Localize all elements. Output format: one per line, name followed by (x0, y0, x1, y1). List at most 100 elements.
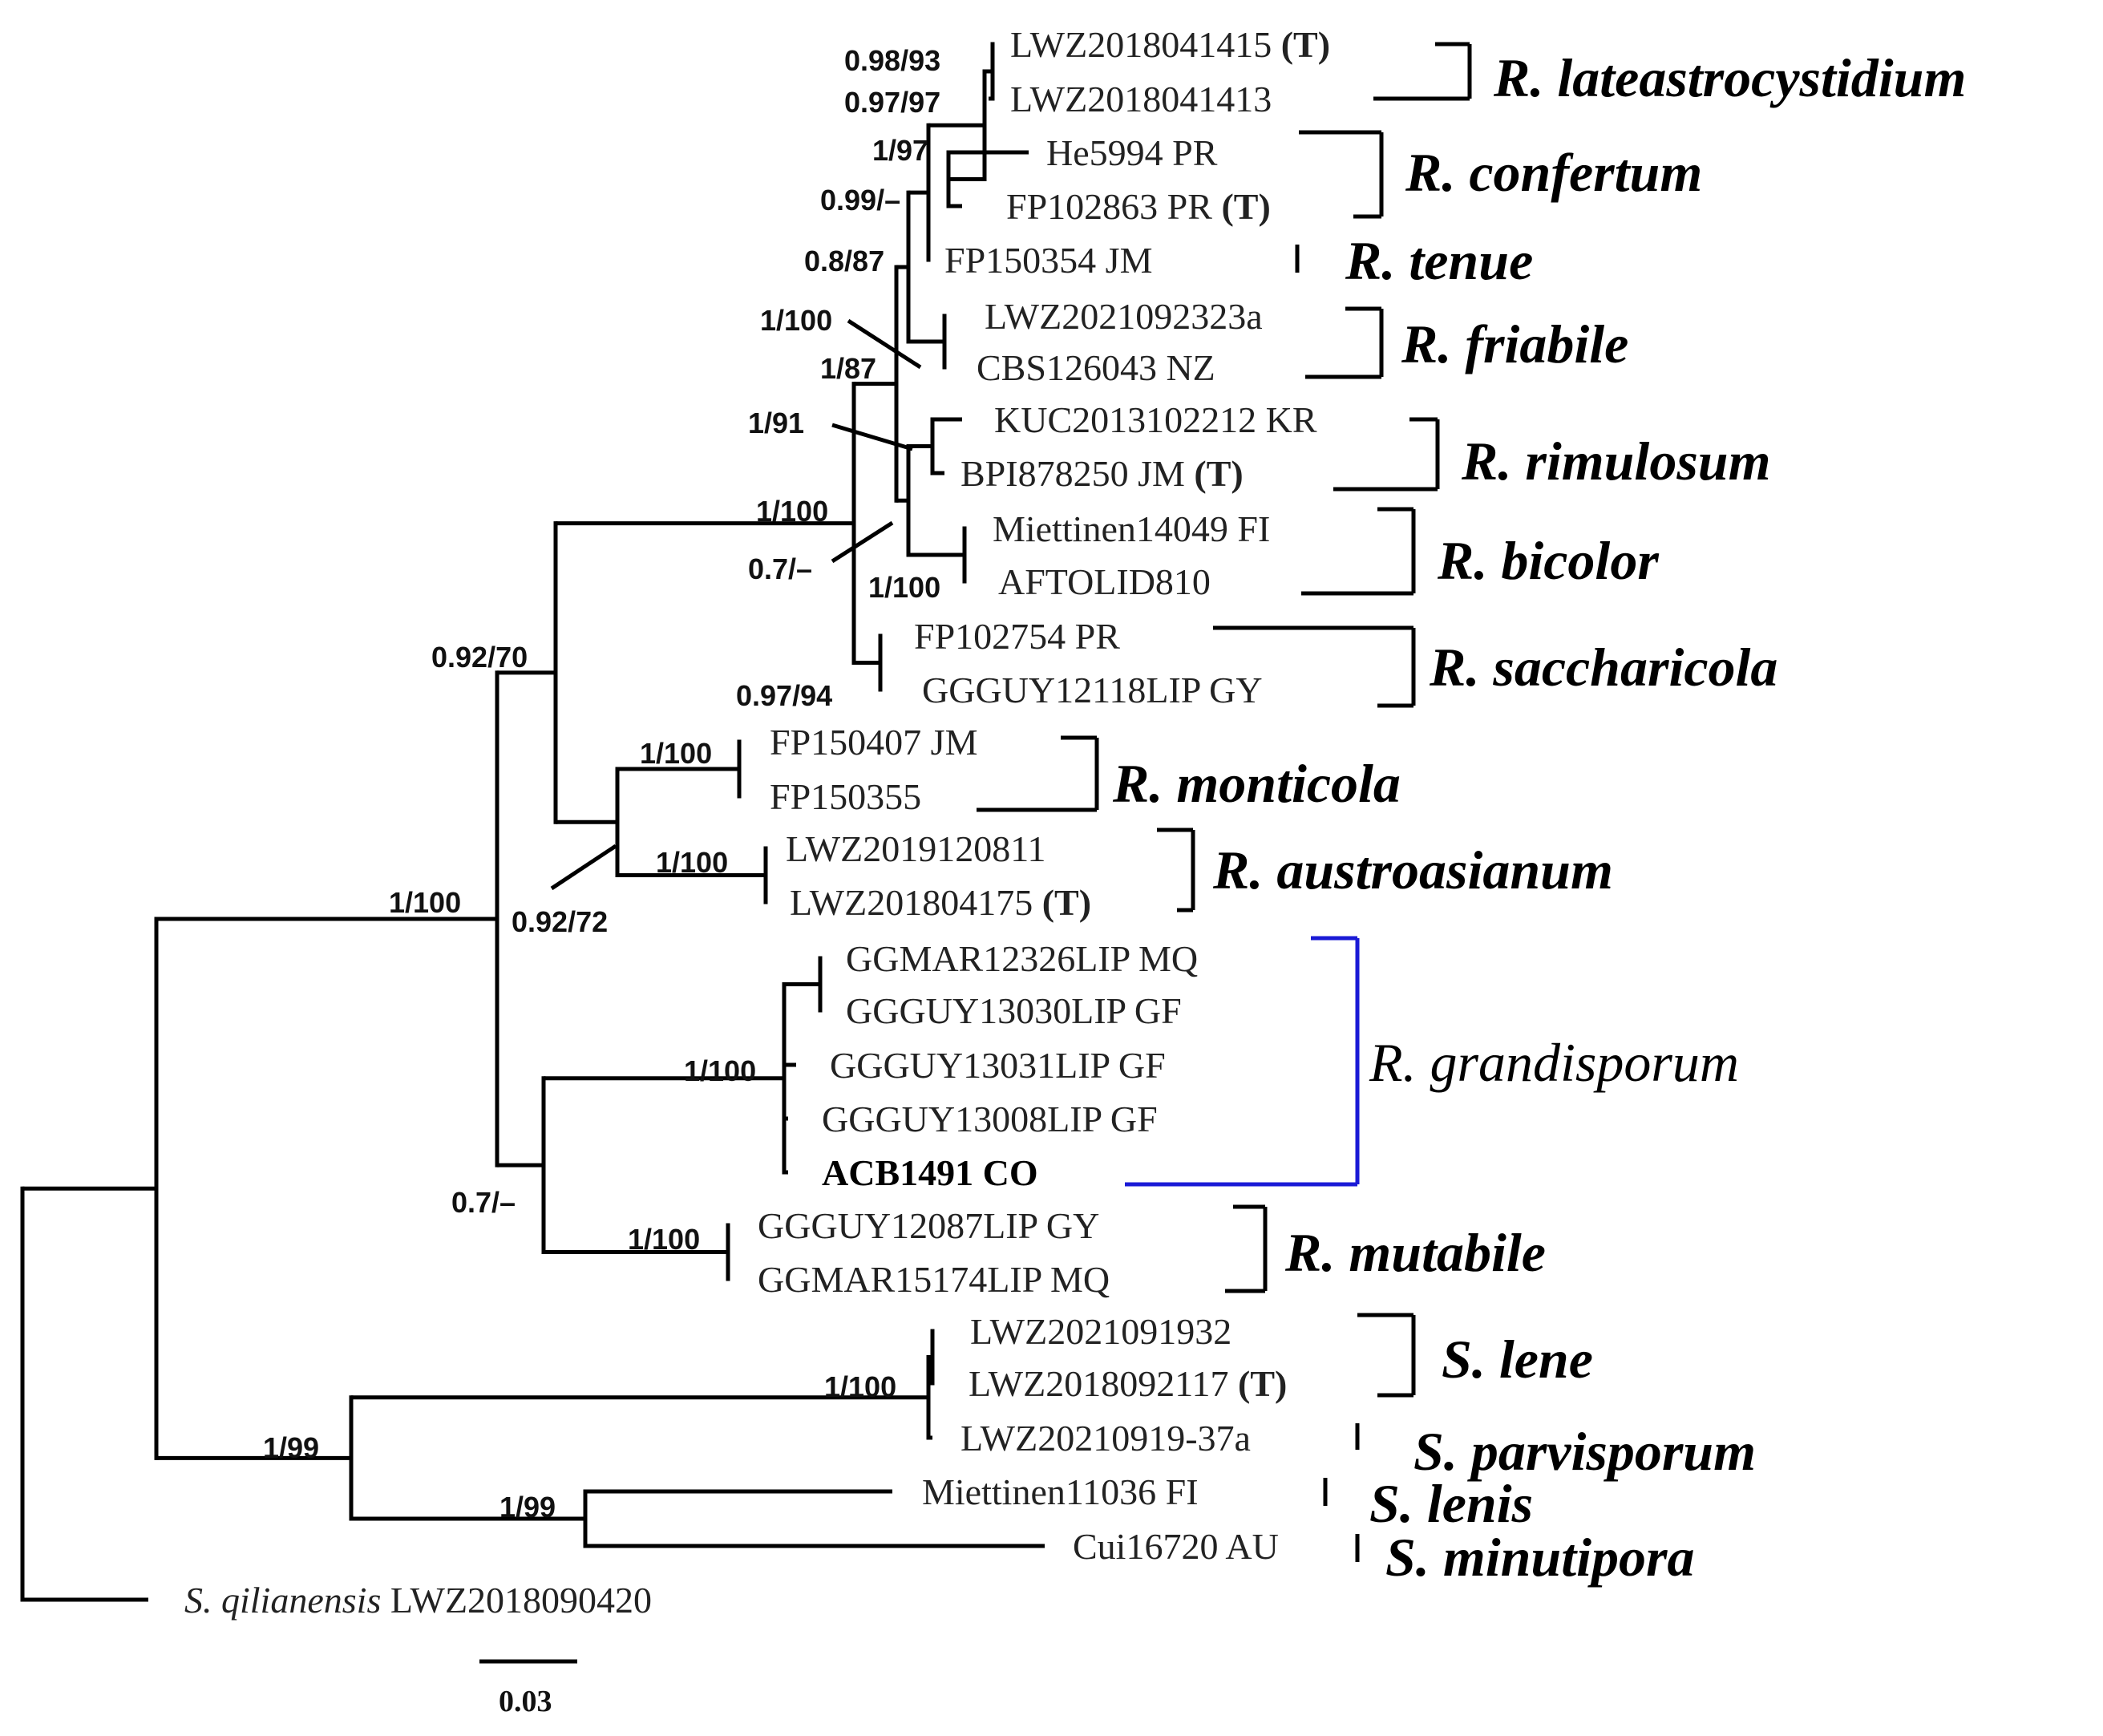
scale-bar-label: 0.03 (499, 1685, 552, 1718)
tip-label: FP150354 JM (944, 240, 1152, 281)
tip-label: GGMAR15174LIP MQ (758, 1259, 1110, 1300)
tip-label: Miettinen14049 FI (993, 508, 1270, 549)
support-leader-line (831, 423, 913, 451)
tip-code: GGMAR12326LIP MQ (846, 938, 1198, 979)
tip-code: GGGUY12087LIP GY (758, 1205, 1099, 1246)
clade-bracket (1299, 130, 1384, 219)
clade-name: R. bicolor (1437, 530, 1659, 591)
clade-name: R. saccharicola (1429, 637, 1777, 698)
tip-label: LWZ2018041413 (1010, 79, 1272, 119)
support-value: 0.92/70 (431, 641, 528, 674)
clade-name: R. confertum (1405, 142, 1702, 203)
tip-label: LWZ2021092323a (985, 296, 1263, 337)
tip-code: GGGUY13008LIP GF (822, 1099, 1158, 1139)
tip-label: GGMAR12326LIP MQ (846, 938, 1198, 979)
clade-bracket (1373, 42, 1472, 101)
tip-code: LWZ20210919-37a (961, 1418, 1251, 1459)
tip-label: Cui16720 AU (1073, 1526, 1279, 1567)
tip-space (1272, 24, 1281, 65)
clade-name: R. monticola (1112, 753, 1401, 814)
support-leader-line (550, 844, 617, 891)
clade-bracket (1301, 507, 1416, 596)
clade-bracket (1125, 936, 1360, 1187)
support-value: 1/100 (868, 571, 940, 604)
tip-code: He5994 PR (1046, 132, 1218, 173)
support-value: 0.99/– (820, 184, 900, 216)
support-value: 0.97/97 (844, 86, 940, 119)
tip-label: GGGUY12118LIP GY (922, 670, 1263, 710)
tip-code: GGMAR15174LIP MQ (758, 1259, 1110, 1300)
support-value: 1/97 (872, 134, 928, 167)
tip-code: FP102863 PR (1006, 186, 1212, 227)
tip-label: GGGUY13008LIP GF (822, 1099, 1158, 1139)
support-value: 1/100 (760, 304, 832, 337)
support-value: 1/100 (640, 737, 712, 770)
type-marker: (T) (1042, 882, 1091, 923)
support-value: 0.92/72 (512, 905, 608, 938)
tip-space (1033, 882, 1042, 923)
tip-species: S. qilianensis (184, 1580, 381, 1621)
support-value: 1/100 (684, 1054, 756, 1087)
tree-branches (20, 42, 1045, 1602)
support-value: 0.97/94 (736, 679, 832, 712)
tip-label: GGGUY13030LIP GF (846, 990, 1182, 1031)
tip-code: FP150407 JM (770, 722, 977, 763)
tip-label: LWZ2018041415 (T) (1010, 24, 1330, 65)
tip-label: CBS126043 NZ (977, 347, 1215, 388)
tip-code: Miettinen14049 FI (993, 508, 1270, 549)
clade-name: S. parvisporum (1413, 1421, 1756, 1482)
tip-label: LWZ2021091932 (970, 1311, 1231, 1352)
tip-code: FP150354 JM (944, 240, 1152, 281)
tip-code: Cui16720 AU (1073, 1526, 1279, 1567)
tip-label: ACB1491 CO (822, 1152, 1038, 1193)
clade-name: S. minutipora (1385, 1527, 1695, 1588)
tip-code: CBS126043 NZ (977, 347, 1215, 388)
clade-name: R. rimulosum (1461, 431, 1771, 492)
tip-code: GGGUY13031LIP GF (830, 1045, 1166, 1086)
type-marker: (T) (1238, 1363, 1287, 1404)
tip-space (1212, 186, 1222, 227)
support-value: 1/99 (499, 1491, 556, 1524)
support-value: 1/100 (756, 495, 828, 528)
clade-name: R. tenue (1345, 230, 1533, 291)
support-value: 1/91 (748, 407, 804, 439)
clade-name: S. lenis (1369, 1473, 1533, 1534)
tip-code: KUC2013102212 KR (994, 399, 1317, 440)
tip-code: BPI878250 JM (961, 453, 1185, 494)
tip-code: GGGUY13030LIP GF (846, 990, 1182, 1031)
tip-label: FP102863 PR (T) (1006, 186, 1271, 227)
tip-code: LWZ2019120811 (786, 828, 1046, 869)
support-value: 1/100 (656, 846, 728, 879)
support-value: 0.7/– (451, 1186, 516, 1219)
support-value: 1/100 (389, 886, 461, 919)
type-marker: (T) (1281, 24, 1330, 65)
tip-label: LWZ2019120811 (786, 828, 1046, 869)
tip-label: LWZ20210919-37a (961, 1418, 1251, 1459)
tip-label: GGGUY12087LIP GY (758, 1205, 1099, 1246)
tip-code: LWZ2018041415 (1010, 24, 1272, 65)
tip-code: LWZ2018041413 (1010, 79, 1272, 119)
tip-label: FP150355 (770, 776, 921, 817)
support-value: 0.8/87 (804, 245, 884, 277)
clade-bracket (977, 735, 1099, 812)
tip-label: GGGUY13031LIP GF (830, 1045, 1166, 1086)
clade-bracket (1213, 625, 1416, 708)
tip-code: LWZ2021092323a (985, 296, 1263, 337)
clade-bracket (1333, 417, 1440, 492)
tip-space (1229, 1363, 1239, 1404)
tip-label: KUC2013102212 KR (994, 399, 1317, 440)
clade-names: R. lateastrocystidium R. confertum R. tenu… (1112, 47, 1966, 1588)
tip-code: FP150355 (770, 776, 921, 817)
tip-code: ACB1491 CO (822, 1152, 1038, 1193)
clade-name: R. mutabile (1284, 1222, 1546, 1283)
clade-name: R. lateastrocystidium (1493, 47, 1966, 108)
clade-bracket (1305, 306, 1384, 379)
scale-bar: 0.03 (479, 1659, 577, 1718)
clade-bracket (1157, 828, 1195, 913)
support-leader-line (831, 520, 894, 564)
support-values: 0.98/930.97/971/970.99/–0.8/871/1001/871… (263, 44, 940, 1524)
tip-code: Miettinen11036 FI (922, 1471, 1199, 1512)
tip-code: LWZ2018090420 (390, 1580, 652, 1621)
